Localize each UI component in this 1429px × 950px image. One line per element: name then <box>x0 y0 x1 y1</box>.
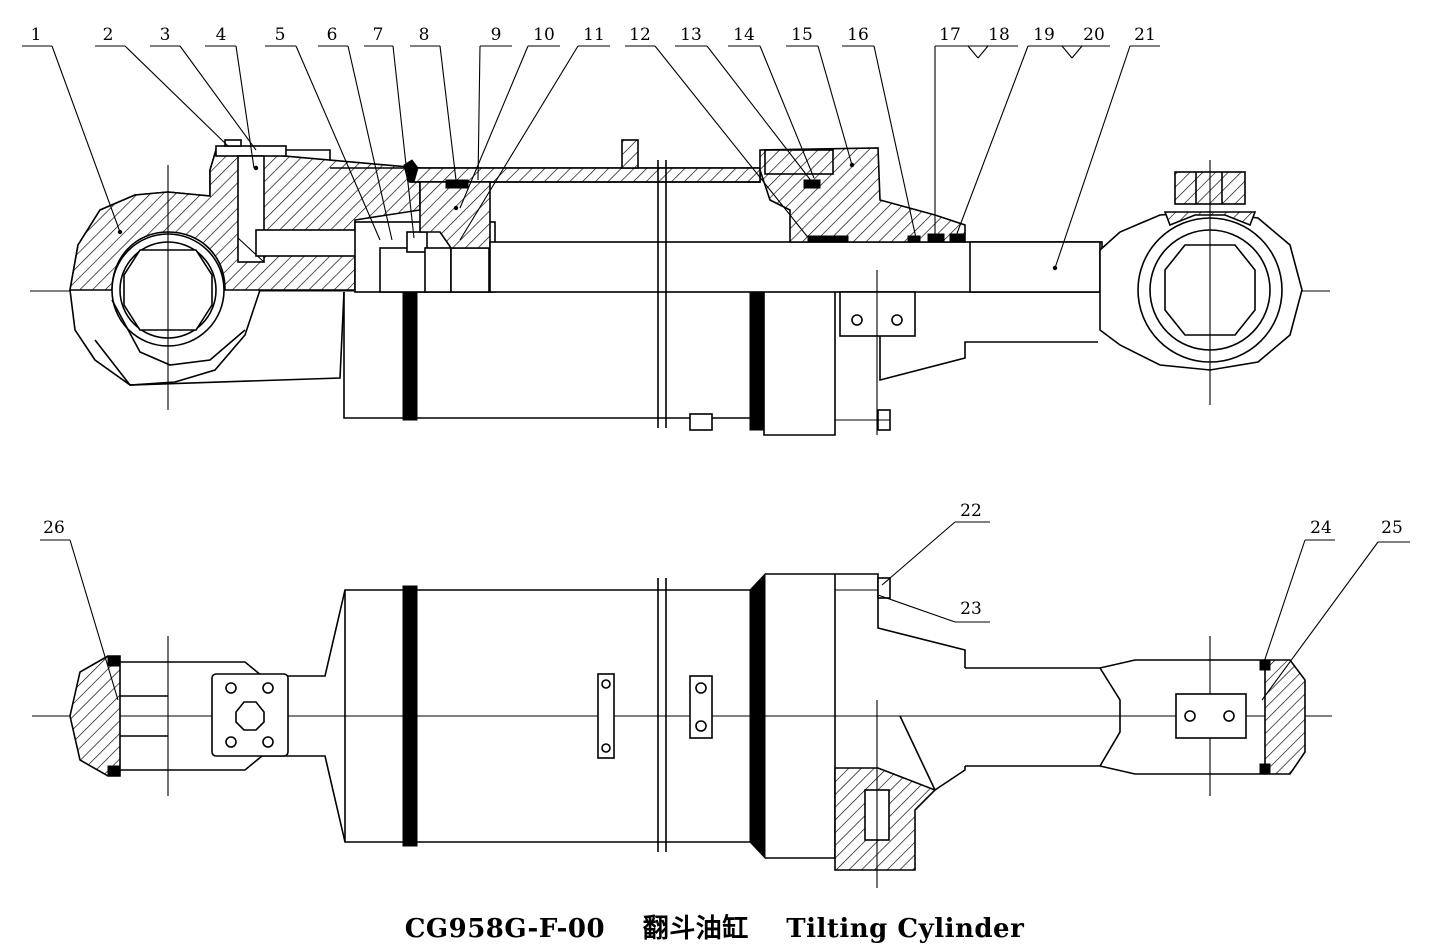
callout-20: 20 <box>1083 25 1105 45</box>
callout-6: 6 <box>327 25 338 45</box>
rod-eye-end <box>1264 659 1306 775</box>
rear-end-cap <box>69 655 121 777</box>
section-view <box>30 139 1330 436</box>
callout-3: 3 <box>160 25 171 45</box>
drawing-code: CG958G-F-00 <box>404 914 606 944</box>
callout-13: 13 <box>680 25 702 45</box>
callout-leaders-bottom <box>40 521 1410 701</box>
callout-1: 1 <box>31 25 42 45</box>
callout-8: 8 <box>419 25 430 45</box>
callout-leaders-top <box>22 45 1160 269</box>
drawing-caption: CG958G-F-00 翻斗油缸 Tilting Cylinder <box>0 908 1429 945</box>
callout-22: 22 <box>960 501 982 521</box>
drawing-title-english: Tilting Cylinder <box>786 914 1025 944</box>
callout-12: 12 <box>629 25 651 45</box>
callout-23: 23 <box>960 599 982 619</box>
callout-21: 21 <box>1134 25 1156 45</box>
callout-24: 24 <box>1310 518 1332 538</box>
callout-7: 7 <box>373 25 384 45</box>
callout-18: 18 <box>988 25 1010 45</box>
callout-10: 10 <box>533 25 555 45</box>
callout-19: 19 <box>1033 25 1055 45</box>
callout-17: 17 <box>939 25 961 45</box>
callout-9: 9 <box>491 25 502 45</box>
barrel-band-right <box>749 572 766 860</box>
barrel-band-left <box>402 585 418 847</box>
mounting-plate <box>211 673 289 757</box>
callout-25: 25 <box>1381 518 1403 538</box>
callout-14: 14 <box>733 25 755 45</box>
callout-labels: 1 2 3 4 5 6 7 8 9 10 11 12 13 14 15 16 1… <box>31 25 1403 619</box>
callout-26: 26 <box>43 518 65 538</box>
callout-15: 15 <box>791 25 813 45</box>
callout-11: 11 <box>583 25 605 45</box>
callout-dots-top <box>117 162 1058 271</box>
callout-5: 5 <box>275 25 286 45</box>
external-view <box>32 572 1332 888</box>
drawing-title-chinese: 翻斗油缸 <box>642 914 749 944</box>
callout-4: 4 <box>216 25 227 45</box>
callout-16: 16 <box>847 25 869 45</box>
callout-2: 2 <box>103 25 114 45</box>
